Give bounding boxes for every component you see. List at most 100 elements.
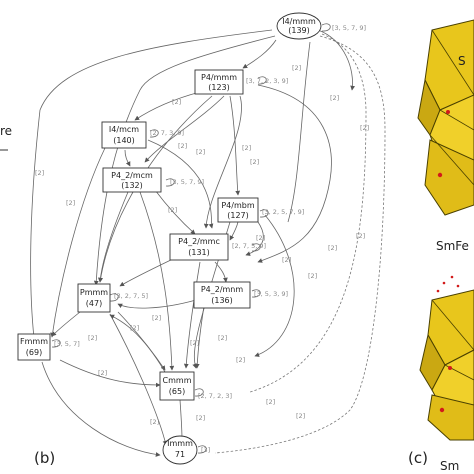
self-loop [251,289,261,298]
edge-label: [2] [66,199,75,207]
edge [134,91,201,121]
node-label: I4/mcm [109,125,139,134]
edge [144,95,225,163]
edge-label: [2] [356,232,365,240]
node-cycle: [2, 7, 5, 9] [232,242,266,250]
edge-label: [2] [360,124,369,132]
node-number: (139) [288,26,310,35]
edge [287,41,311,223]
edge-label: [2] [308,272,317,280]
node-p4mbm: P4/mbm (127) [3, 2, 5, 7, 9] [217,197,304,223]
node-cycle: [3, 7, 2, 3, 9] [246,77,288,85]
atom [450,275,454,279]
edge-label: [2] [168,206,177,214]
node-label: P4/mbm [221,201,254,210]
self-loop [321,23,331,32]
edge [229,95,241,196]
node-cycle: [3, 5, 3, 9] [254,290,288,298]
edge-label: [2] [250,158,259,166]
node-number: (140) [113,136,135,145]
node-cycle: [3, 2, 7, 5] [114,292,148,300]
node-number: (65) [169,387,185,396]
atom [439,407,445,413]
node-p4mmm: P4/mmm (123) [3, 7, 2, 3, 9] [194,69,288,95]
edge [154,189,196,235]
atom [456,284,460,288]
node-number: (47) [86,299,102,308]
edge-label: [2] [266,398,275,406]
edge-label: [2] [130,324,139,332]
self-loop [259,209,269,218]
node-cycle: [3, 5, 7, 9] [332,24,366,32]
edge [317,29,355,91]
self-loop [194,388,204,397]
panel-label-b: (b) [34,449,55,467]
node-p42mcm: P4_2/mcm (132) [3, 5, 7, 9] [102,167,204,193]
edge-labels: [2] [2] [2] [2] [2] [2] [2] [2] [2] [2] … [35,64,369,426]
edge [245,221,264,256]
edge [147,139,214,229]
node-cycle: [3] [201,446,210,454]
node-immm: Immm 71 [3] [162,435,210,465]
self-loop [51,339,61,348]
edge [97,191,129,283]
node-label: P4/mmm [201,73,237,82]
self-loop [251,243,261,252]
polyhedron [424,139,474,216]
edge-label: [2] [296,412,305,420]
node-cycle: [3, 5, 7] [54,340,80,348]
edge [109,313,168,446]
edge [109,314,166,373]
edge-label: [2] [152,314,161,322]
edge-label: [2] [190,339,199,347]
node-label: Fmmm [20,337,48,346]
edge [117,299,197,309]
node-label: P4_2/mmc [178,237,220,246]
self-loop [197,445,207,454]
node-label: I4/mmm [282,17,316,26]
edge [51,311,81,337]
atom [437,172,443,178]
atom [436,289,440,293]
edge [214,35,386,454]
edge [257,84,332,263]
edge-label: [2] [242,144,251,152]
node-number: (136) [211,296,233,305]
node-number: (132) [121,181,143,190]
self-loop [165,178,175,187]
edge [229,221,239,241]
panel-label-c: (c) [408,449,428,467]
atom [446,110,450,114]
node-p42mmc: P4_2/mmc (131) [2, 7, 5, 9] [169,233,266,261]
node-p42mnm: P4_2/mnm (136) [3, 5, 3, 9] [193,281,288,309]
edge-label: [2] [178,142,187,150]
node-number: (123) [208,83,230,92]
self-loop [149,129,159,138]
edge-label: [2] [328,244,337,252]
node-i4mmm: I4/mmm (139) [3, 5, 7, 9] [276,12,366,40]
node-cycle: [3, 5, 7, 9] [170,178,204,186]
polyhedron [427,394,474,441]
structure-label-bottom: Sm [440,459,459,473]
node-label: Pmmm [80,288,108,297]
node-label: P4_2/mnm [201,285,244,294]
edge [214,261,228,283]
self-loop [257,76,267,85]
node-number: (131) [188,248,210,257]
edge-label: [2] [88,334,97,342]
node-label: Immm [167,439,193,448]
node-label: Cmmm [163,376,192,385]
node-cycle: [2, 7, 2, 3] [198,392,232,400]
edge [30,29,273,339]
atom [448,366,452,370]
edge-label: [2] [218,334,227,342]
node-number: (69) [26,348,42,357]
edge [203,95,242,229]
cropped-left-text: re [0,124,12,138]
edge [41,361,161,457]
atom [442,281,446,285]
edge [50,147,106,338]
structure-label-top: SmFe [436,239,469,253]
